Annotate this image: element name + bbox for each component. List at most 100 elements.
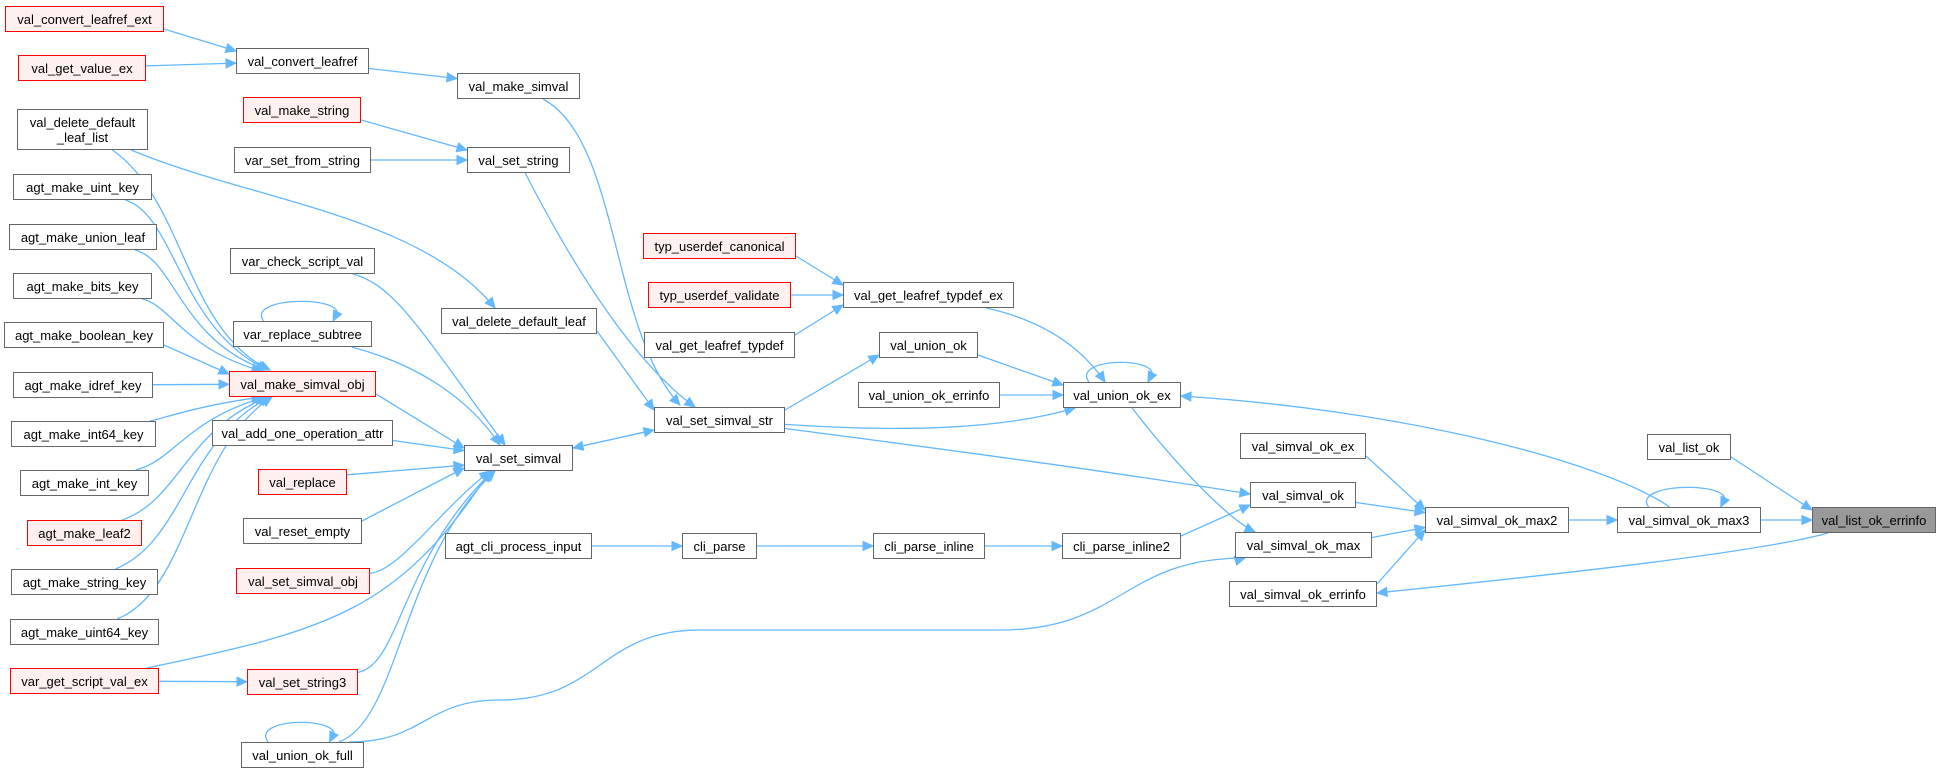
edge-delete-default-leaf-list-to-delete-default-leaf-arrowhead: [484, 296, 496, 309]
edge-replace-to-set-simval-arrowhead: [453, 460, 466, 472]
edge-get-value-ex-to-convert-leafref: [145, 62, 237, 67]
node-agt-cli-process-input[interactable]: agt_cli_process_input: [445, 533, 592, 559]
node-replace[interactable]: val_replace: [258, 469, 347, 495]
edge-union-ok-errinfo-to-union-ok-ex-arrowhead: [1052, 389, 1065, 401]
node-agt-make-string-key[interactable]: agt_make_string_key: [11, 569, 158, 595]
node-agt-make-uint-key[interactable]: agt_make_uint_key: [13, 174, 152, 200]
node-simval-ok-max3[interactable]: val_simval_ok_max3: [1617, 507, 1761, 533]
node-agt-make-bits-key[interactable]: agt_make_bits_key: [13, 273, 152, 299]
node-agt-make-leaf2[interactable]: agt_make_leaf2: [27, 520, 142, 546]
node-get-leafref-typdef[interactable]: val_get_leafref_typdef: [644, 332, 795, 358]
node-simval-ok-max2[interactable]: val_simval_ok_max2: [1425, 507, 1569, 533]
edge-simval-ok-max-to-simval-ok-max2-arrowhead: [1413, 524, 1427, 535]
node-reset-empty[interactable]: val_reset_empty: [243, 518, 362, 544]
edge-agt-make-int64-key-to-make-simval-obj: [149, 396, 263, 422]
edge-delete-default-leaf-list-to-make-simval-obj-arrowhead: [258, 360, 272, 371]
node-cli-parse-inline2[interactable]: cli_parse_inline2: [1062, 533, 1181, 559]
node-add-one-operation-attr[interactable]: val_add_one_operation_attr: [212, 420, 393, 446]
edge-set-simval-obj-to-set-simval-arrowhead: [478, 470, 491, 482]
edge-get-leafref-typdef-ex-to-union-ok-ex-arrowhead: [1094, 370, 1106, 384]
node-set-string3[interactable]: val_set_string3: [247, 669, 358, 695]
node-set-string[interactable]: val_set_string: [467, 147, 570, 173]
edge-get-leafref-typdef-to-get-leafref-typdef-ex-arrowhead: [831, 304, 845, 316]
node-delete-default-leaf[interactable]: val_delete_default_leaf: [441, 308, 597, 334]
edge-agt-make-string-key-to-make-simval-obj-arrowhead: [258, 396, 272, 407]
node-cli-parse[interactable]: cli_parse: [682, 533, 757, 559]
node-simval-ok-errinfo[interactable]: val_simval_ok_errinfo: [1229, 581, 1377, 607]
node-union-ok[interactable]: val_union_ok: [879, 332, 978, 358]
edge-make-string-to-set-string: [360, 119, 468, 151]
node-convert-leafref[interactable]: val_convert_leafref: [236, 48, 369, 74]
edge-union-ok-to-union-ok-ex-arrowhead: [1051, 376, 1065, 387]
node-make-simval-obj[interactable]: val_make_simval_obj: [229, 371, 376, 397]
node-union-ok-ex[interactable]: val_union_ok_ex: [1063, 382, 1181, 408]
node-agt-make-uint64-key[interactable]: agt_make_uint64_key: [10, 619, 159, 645]
edge-add-one-operation-attr-to-set-simval: [392, 439, 465, 452]
edge-convert-leafref-to-make-simval-arrowhead: [445, 72, 459, 83]
node-list-ok-errinfo: val_list_ok_errinfo: [1812, 507, 1936, 533]
node-var-get-script-val-ex[interactable]: var_get_script_val_ex: [10, 668, 159, 694]
edge-simval-ok-max3-to-union-ok-ex-arrowhead: [1179, 391, 1192, 402]
node-simval-ok-max[interactable]: val_simval_ok_max: [1235, 532, 1372, 558]
edge-agt-make-uint64-key-to-make-simval-obj-arrowhead: [260, 396, 274, 408]
edge-simval-ok-max3-to-list-ok-errinfo-arrowhead: [1801, 514, 1814, 526]
edge-set-simval-to-set-simval-str: [572, 429, 655, 449]
edge-union-ok-full-to-simval-ok-max: [349, 557, 1246, 743]
node-cli-parse-inline[interactable]: cli_parse_inline: [873, 533, 985, 559]
edge-set-simval-to-set-simval-str-arrowhead: [642, 427, 656, 438]
node-var-replace-subtree[interactable]: var_replace_subtree: [233, 321, 372, 347]
node-set-simval-obj[interactable]: val_set_simval_obj: [236, 568, 370, 594]
edge-union-ok-full-to-union-ok-full: [265, 721, 335, 743]
edge-union-ok-full-to-set-simval-arrowhead: [483, 470, 496, 483]
edge-typ-userdef-canonical-to-get-leafref-typdef-ex-arrowhead: [831, 274, 845, 286]
node-get-value-ex[interactable]: val_get_value_ex: [18, 55, 146, 81]
node-var-set-from-string[interactable]: var_set_from_string: [234, 147, 371, 173]
edge-agt-make-uint-key-to-make-simval-obj-arrowhead: [256, 360, 270, 371]
edge-union-ok-ex-to-simval-ok-max: [1131, 407, 1256, 533]
node-typ-userdef-validate[interactable]: typ_userdef_validate: [648, 282, 791, 308]
node-typ-userdef-canonical[interactable]: typ_userdef_canonical: [643, 233, 796, 259]
edge-set-simval-str-to-union-ok-ex: [784, 407, 1076, 430]
edge-agt-make-boolean-key-to-make-simval-obj: [163, 344, 230, 375]
node-agt-make-int-key[interactable]: agt_make_int_key: [20, 470, 149, 496]
node-union-ok-errinfo[interactable]: val_union_ok_errinfo: [858, 382, 1000, 408]
node-agt-make-boolean-key[interactable]: agt_make_boolean_key: [4, 322, 164, 348]
node-list-ok[interactable]: val_list_ok: [1647, 434, 1731, 460]
edge-agt-make-leaf2-to-make-simval-obj: [121, 396, 269, 521]
node-union-ok-full[interactable]: val_union_ok_full: [241, 742, 364, 768]
edge-union-ok-full-to-set-simval: [338, 470, 496, 743]
edge-typ-userdef-validate-to-get-leafref-typdef-ex-arrowhead: [832, 289, 845, 301]
edge-set-simval-str-to-set-simval-arrowhead: [571, 440, 585, 451]
edge-convert-leafref-to-make-simval: [368, 67, 458, 80]
node-simval-ok-ex[interactable]: val_simval_ok_ex: [1240, 433, 1366, 459]
node-set-simval-str[interactable]: val_set_simval_str: [654, 407, 785, 433]
edge-set-string-to-set-simval-str-arrowhead: [683, 396, 696, 408]
node-make-simval[interactable]: val_make_simval: [457, 73, 580, 99]
node-convert-leafref-ext[interactable]: val_convert_leafref_ext: [5, 6, 164, 32]
edge-agt-make-idref-key-to-make-simval-obj-arrowhead: [218, 379, 231, 390]
node-delete-default-leaf-list[interactable]: val_delete_default _leaf_list: [17, 109, 148, 150]
node-var-check-script-val[interactable]: var_check_script_val: [230, 248, 375, 274]
edge-typ-userdef-canonical-to-get-leafref-typdef-ex: [795, 255, 844, 286]
edge-var-replace-subtree-to-var-replace-subtree: [260, 300, 338, 322]
edge-get-value-ex-to-convert-leafref-arrowhead: [225, 58, 238, 69]
node-simval-ok[interactable]: val_simval_ok: [1250, 482, 1356, 508]
node-make-string[interactable]: val_make_string: [243, 97, 361, 123]
edge-list-ok-to-list-ok-errinfo: [1730, 456, 1813, 511]
node-set-simval[interactable]: val_set_simval: [464, 445, 573, 471]
node-agt-make-int64-key[interactable]: agt_make_int64_key: [11, 421, 156, 447]
edge-var-set-from-string-to-set-string-arrowhead: [456, 154, 469, 166]
edge-set-string3-to-set-simval: [357, 470, 494, 673]
node-agt-make-idref-key[interactable]: agt_make_idref_key: [13, 372, 153, 398]
edge-reset-empty-to-set-simval: [361, 467, 465, 522]
edge-var-check-script-val-to-set-simval-arrowhead: [494, 433, 506, 446]
node-get-leafref-typdef-ex[interactable]: val_get_leafref_typdef_ex: [843, 282, 1014, 308]
node-agt-make-union-leaf[interactable]: agt_make_union_leaf: [9, 224, 157, 250]
edge-union-ok-to-union-ok-ex: [977, 354, 1064, 386]
edge-var-replace-subtree-to-var-replace-subtree-arrowhead: [332, 309, 343, 323]
edge-set-simval-str-to-simval-ok: [784, 427, 1251, 495]
edge-list-ok-errinfo-to-simval-ok-errinfo-arrowhead: [1375, 586, 1388, 598]
edge-get-leafref-typdef-to-get-leafref-typdef-ex: [794, 304, 844, 336]
edge-set-string3-to-set-simval-arrowhead: [481, 470, 494, 483]
